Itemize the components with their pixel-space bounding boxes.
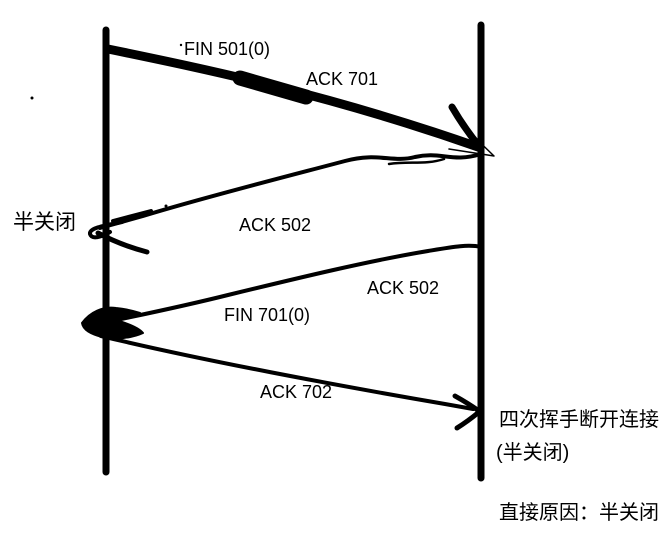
label-half-close: 半关闭 [13,211,76,234]
fin-501-arrow [103,44,495,157]
label-ack-502-first: ACK 502 [239,215,312,235]
label-fin-501: FIN 501(0) [184,39,271,59]
arrowhead-scribble-icon [88,209,153,255]
fin-701-arrow [81,243,483,340]
arrowhead-barbs-icon [452,393,482,431]
label-direct-reason: 直接原因：半关闭 [499,502,659,524]
label-four-way-note-line2: (半关闭) [496,442,570,464]
ack-702-arrow [99,334,482,431]
ack-502-first-arrow [88,152,483,255]
arrowhead-outline-icon [448,125,495,157]
label-ack-502-second: ACK 502 [367,278,440,298]
label-ack-702: ACK 702 [260,382,333,402]
ink-specks [30,43,183,208]
label-four-way-note-line1: 四次挥手断开连接 [499,409,659,431]
label-fin-701: FIN 701(0) [224,305,311,325]
label-ack-701: ACK 701 [306,69,379,89]
arrowhead-blob-icon [81,306,144,340]
